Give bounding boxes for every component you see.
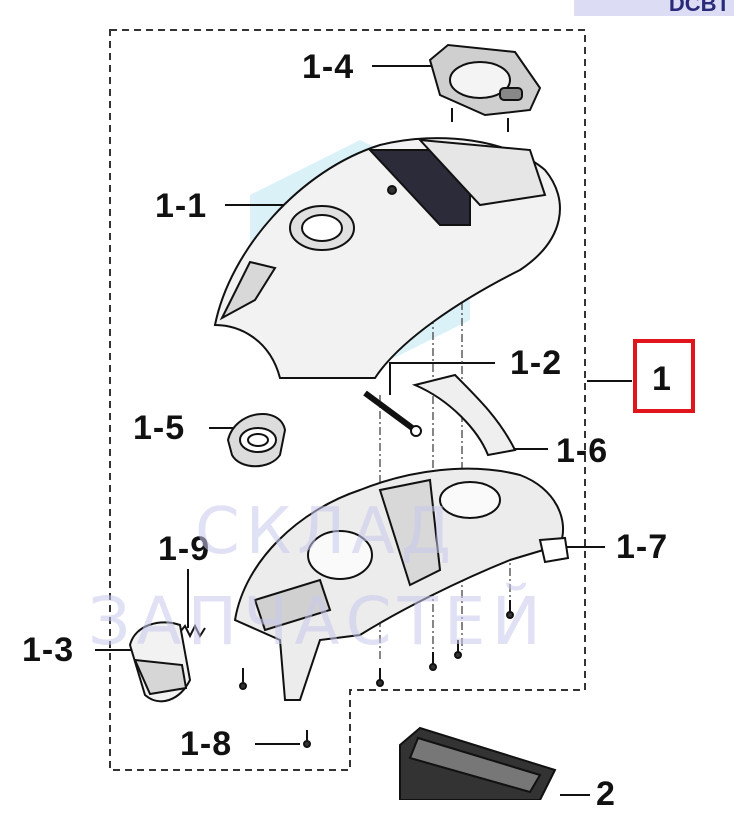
label-1-9: 1-9 xyxy=(158,530,211,568)
part-1-5-spring-cap xyxy=(226,413,287,468)
label-1-4: 1-4 xyxy=(302,48,355,86)
part-2-filter xyxy=(399,726,557,800)
corner-tag: DCBT xyxy=(574,0,734,16)
assembly-boundary xyxy=(109,29,586,771)
watermark-line2: ЗАПЧАСТЕЙ xyxy=(88,583,547,660)
part-1-4-top-panel xyxy=(428,43,542,132)
label-group-1: 1 xyxy=(652,360,672,398)
screws xyxy=(239,600,514,748)
corner-tag-text: DCBT xyxy=(668,0,730,16)
group-highlight-box[interactable] xyxy=(633,339,695,413)
part-1-2-hinge-pin xyxy=(363,390,422,437)
label-1-3: 1-3 xyxy=(22,631,75,669)
part-1-6-curved-strip xyxy=(411,373,517,457)
label-2: 2 xyxy=(596,775,616,813)
watermark-line1: СКЛАД xyxy=(195,495,458,569)
label-1-6: 1-6 xyxy=(556,432,609,470)
label-1-5: 1-5 xyxy=(133,409,186,447)
label-1-2: 1-2 xyxy=(510,344,563,382)
part-1-1-top-cover xyxy=(213,137,561,379)
label-1-8: 1-8 xyxy=(180,725,233,763)
part-1-7-base-housing xyxy=(233,467,570,701)
part-1-9-spring xyxy=(179,623,206,639)
part-1-3-side-flap xyxy=(128,621,192,703)
label-1-7: 1-7 xyxy=(616,528,669,566)
label-1-1: 1-1 xyxy=(155,187,208,225)
